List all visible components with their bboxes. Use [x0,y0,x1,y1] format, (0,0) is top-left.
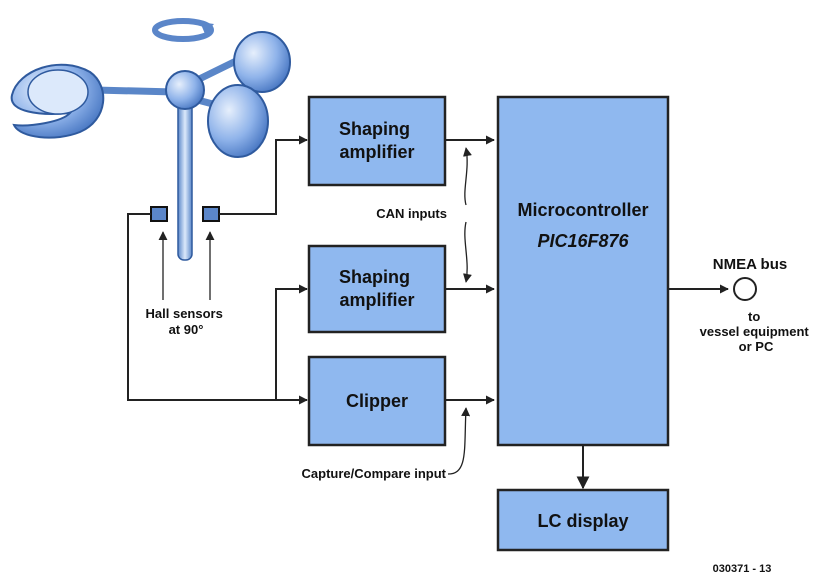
anemometer-icon [10,18,291,261]
clipper-block [307,355,447,447]
microcontroller-label: Microcontroller [517,200,648,220]
lc-display-label: LC display [537,511,628,531]
can-inputs-annotation: CAN inputs [376,206,447,221]
clipper-label: Clipper [346,391,408,411]
nmea-bus-annotation: NMEA bus [713,256,787,273]
microcontroller-block [496,95,670,447]
hall-sensor-icon [150,206,168,222]
figure-number: 030371 - 13 [713,563,772,575]
microcontroller-part-label: PIC16F876 [537,231,629,251]
lc-display-block [496,488,670,552]
shaping-amplifier-2-label: Shaping amplifier [339,267,415,310]
signal-wires [127,135,729,490]
hall-sensor-icon [202,206,220,222]
bus-terminal-icon [733,277,757,301]
shaping-amplifier-2-block [307,244,447,334]
shaping-amplifier-1-block [307,95,447,187]
hall-sensors-annotation: Hall sensors at 90° [146,306,227,337]
rotation-arrow-icon [152,18,214,42]
capture-compare-annotation: Capture/Compare input [302,466,447,481]
shaping-amplifier-1-label: Shaping amplifier [339,119,415,162]
annotation-pointers [158,147,472,475]
destination-annotation: to vessel equipment or PC [700,309,813,354]
